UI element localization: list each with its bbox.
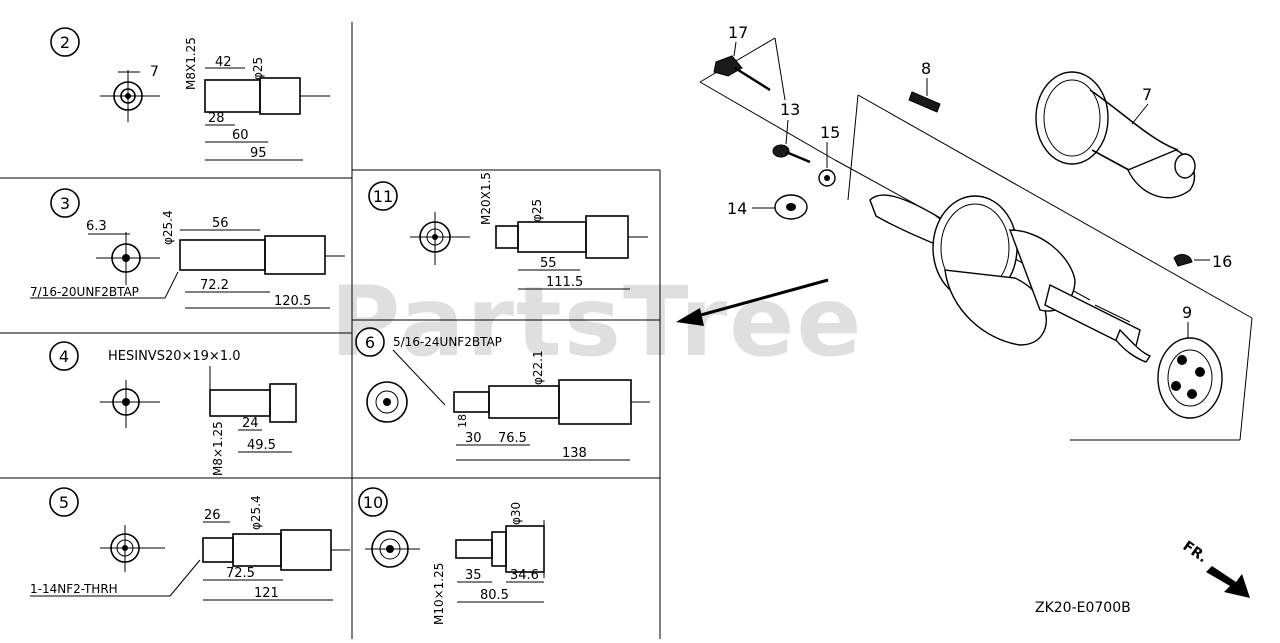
variant-2-d60: 60 <box>232 128 249 143</box>
variant-3: 3 6.3 φ25.4 56 72.2 120.5 7/16-20UNF2BTA… <box>30 188 345 309</box>
variant-3-d1205: 120.5 <box>274 294 311 309</box>
variant-6-d138: 138 <box>562 446 587 461</box>
variant-3-dia: φ25.4 <box>161 210 175 245</box>
variant-3-tap: 7/16-20UNF2BTAP <box>30 285 139 299</box>
variant-10-dia: φ30 <box>509 502 523 525</box>
part-9-bearing: 9 <box>1157 303 1223 419</box>
variant-4-d495: 49.5 <box>247 438 276 453</box>
variant-3-ref: 6.3 <box>86 219 107 234</box>
part-15-washer: 15 <box>818 123 840 187</box>
variant-2: 2 7 M8X1.25 42 φ25 28 60 95 <box>50 27 330 161</box>
variant-5-d121: 121 <box>254 586 279 601</box>
variant-11: 11 M20X1.5 φ25 55 111.5 <box>368 172 648 290</box>
variant-2-d42: 42 <box>215 55 232 70</box>
variant-4-thread: M8×1.25 <box>211 421 225 476</box>
crankshaft <box>869 194 1152 363</box>
variant-10-d35: 35 <box>465 568 482 583</box>
part-14-washer: 14 <box>727 194 808 220</box>
variant-2-d95: 95 <box>250 146 267 161</box>
variant-6-d30: 30 <box>465 431 482 446</box>
part-16-key: 16 <box>1173 252 1232 271</box>
part-7-label: 7 <box>1142 85 1152 104</box>
variant-6-tap: 5/16-24UNF2BTAP <box>393 335 502 349</box>
variant-6-d18: 18 <box>456 414 469 428</box>
variant-6-number: 6 <box>365 333 375 352</box>
variant-2-ref: 7 <box>150 64 159 80</box>
variant-5-thread: 1-14NF2-THRH <box>30 582 118 596</box>
panel-borders <box>0 22 661 639</box>
part-14-label: 14 <box>727 199 747 218</box>
variant-11-dia: φ25 <box>530 199 544 222</box>
diagram-code: ZK20-E0700B <box>1035 600 1131 616</box>
variant-3-number: 3 <box>60 194 70 213</box>
watermark: PartsTree <box>330 266 863 378</box>
front-label: FR. <box>1180 538 1210 566</box>
variant-5-number: 5 <box>59 493 69 512</box>
variant-5-d26: 26 <box>204 508 221 523</box>
part-9-label: 9 <box>1182 303 1192 322</box>
variant-10-thread: M10×1.25 <box>432 563 446 625</box>
variant-5: 5 26 φ25.4 72.5 121 1-14NF2-THRH <box>30 487 350 601</box>
part-8-label: 8 <box>921 59 931 78</box>
variant-4-d24: 24 <box>242 416 259 431</box>
variant-3-d56: 56 <box>212 216 229 231</box>
part-13-screw: 13 <box>772 100 811 164</box>
part-13-label: 13 <box>780 100 800 119</box>
variant-10-d346: 34.6 <box>510 568 539 583</box>
variant-4: 4 HESINVS20×19×1.0 24 49.5 M8×1.25 <box>49 341 297 476</box>
variant-10: 10 φ30 35 34.6 80.5 M10×1.25 <box>358 487 545 625</box>
variant-2-thread: M8X1.25 <box>184 37 198 90</box>
part-7-camshaft: 7 <box>1035 71 1196 199</box>
variant-10-d805: 80.5 <box>480 588 509 603</box>
variant-11-thread: M20X1.5 <box>479 172 493 225</box>
variant-11-d55: 55 <box>540 256 557 271</box>
variant-6-dia: φ22.1 <box>531 350 545 385</box>
variant-2-d28: 28 <box>208 111 225 126</box>
part-8-key: 8 <box>908 59 941 113</box>
variant-4-number: 4 <box>59 347 69 366</box>
front-indicator: FR. <box>1180 538 1250 598</box>
arrow-front-icon <box>1206 566 1250 598</box>
part-17-label: 17 <box>728 23 748 42</box>
variant-6-d765: 76.5 <box>498 431 527 446</box>
variant-2-dia: φ25 <box>251 57 265 80</box>
variant-2-number: 2 <box>60 33 70 52</box>
variant-11-number: 11 <box>373 187 393 206</box>
arrow-left-icon <box>676 278 829 326</box>
variant-3-d722: 72.2 <box>200 278 229 293</box>
part-15-label: 15 <box>820 123 840 142</box>
variant-4-spline: HESINVS20×19×1.0 <box>108 349 241 364</box>
variant-5-dia: φ25.4 <box>249 495 263 530</box>
part-16-label: 16 <box>1212 252 1232 271</box>
variant-5-d725: 72.5 <box>226 566 255 581</box>
variant-11-d1115: 111.5 <box>546 275 583 290</box>
part-17-bolt: 17 <box>713 23 771 92</box>
variant-10-number: 10 <box>363 493 383 512</box>
variant-6: 6 5/16-24UNF2BTAP φ22.1 18 30 76.5 138 <box>355 327 650 461</box>
